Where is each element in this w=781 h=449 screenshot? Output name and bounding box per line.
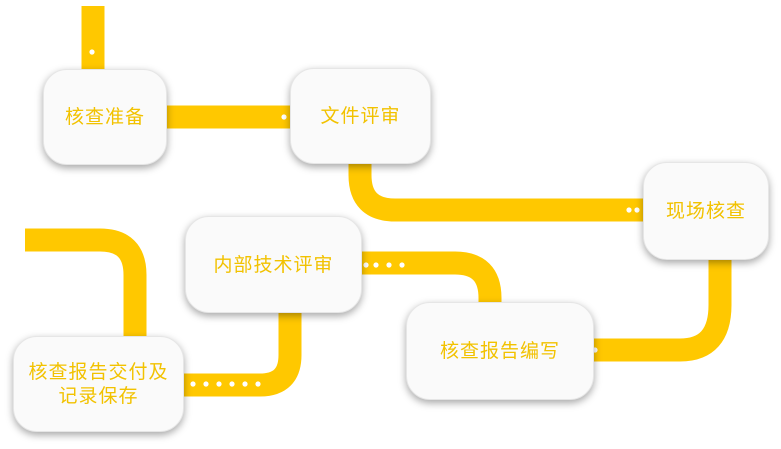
path-dot	[386, 262, 392, 268]
path-dot	[626, 207, 632, 213]
path-dot	[203, 381, 209, 387]
path-dot	[634, 207, 640, 213]
path-dot	[242, 381, 248, 387]
step-label: 现场核查	[665, 200, 746, 222]
step-label: 核查报告交付及 记录保存	[28, 361, 169, 407]
path-segment-2-3	[348, 150, 655, 222]
path-dot	[229, 381, 235, 387]
path-segment-3-4	[585, 250, 732, 362]
path-dot	[216, 381, 222, 387]
step-label: 核查准备	[64, 106, 145, 128]
path-dot	[89, 49, 95, 55]
step-report-writing: 核查报告编写	[406, 302, 594, 400]
path-dot	[399, 262, 405, 268]
step-label: 核查报告编写	[439, 340, 560, 362]
path-dot	[363, 262, 369, 268]
path-dot	[255, 381, 261, 387]
step-internal-technical-review: 内部技术评审	[185, 216, 362, 313]
path-end-segment	[25, 228, 147, 345]
step-report-delivery-and-record-keeping: 核查报告交付及 记录保存	[13, 336, 184, 432]
step-label: 内部技术评审	[213, 253, 334, 276]
step-label: 文件评审	[320, 105, 401, 127]
path-dot	[281, 114, 287, 120]
path-dot	[190, 381, 196, 387]
path-segment-5-4	[350, 251, 502, 310]
step-verification-preparation: 核查准备	[43, 69, 167, 165]
step-site-verification: 现场核查	[643, 162, 769, 260]
step-document-review: 文件评审	[290, 68, 431, 164]
path-dot	[373, 262, 379, 268]
